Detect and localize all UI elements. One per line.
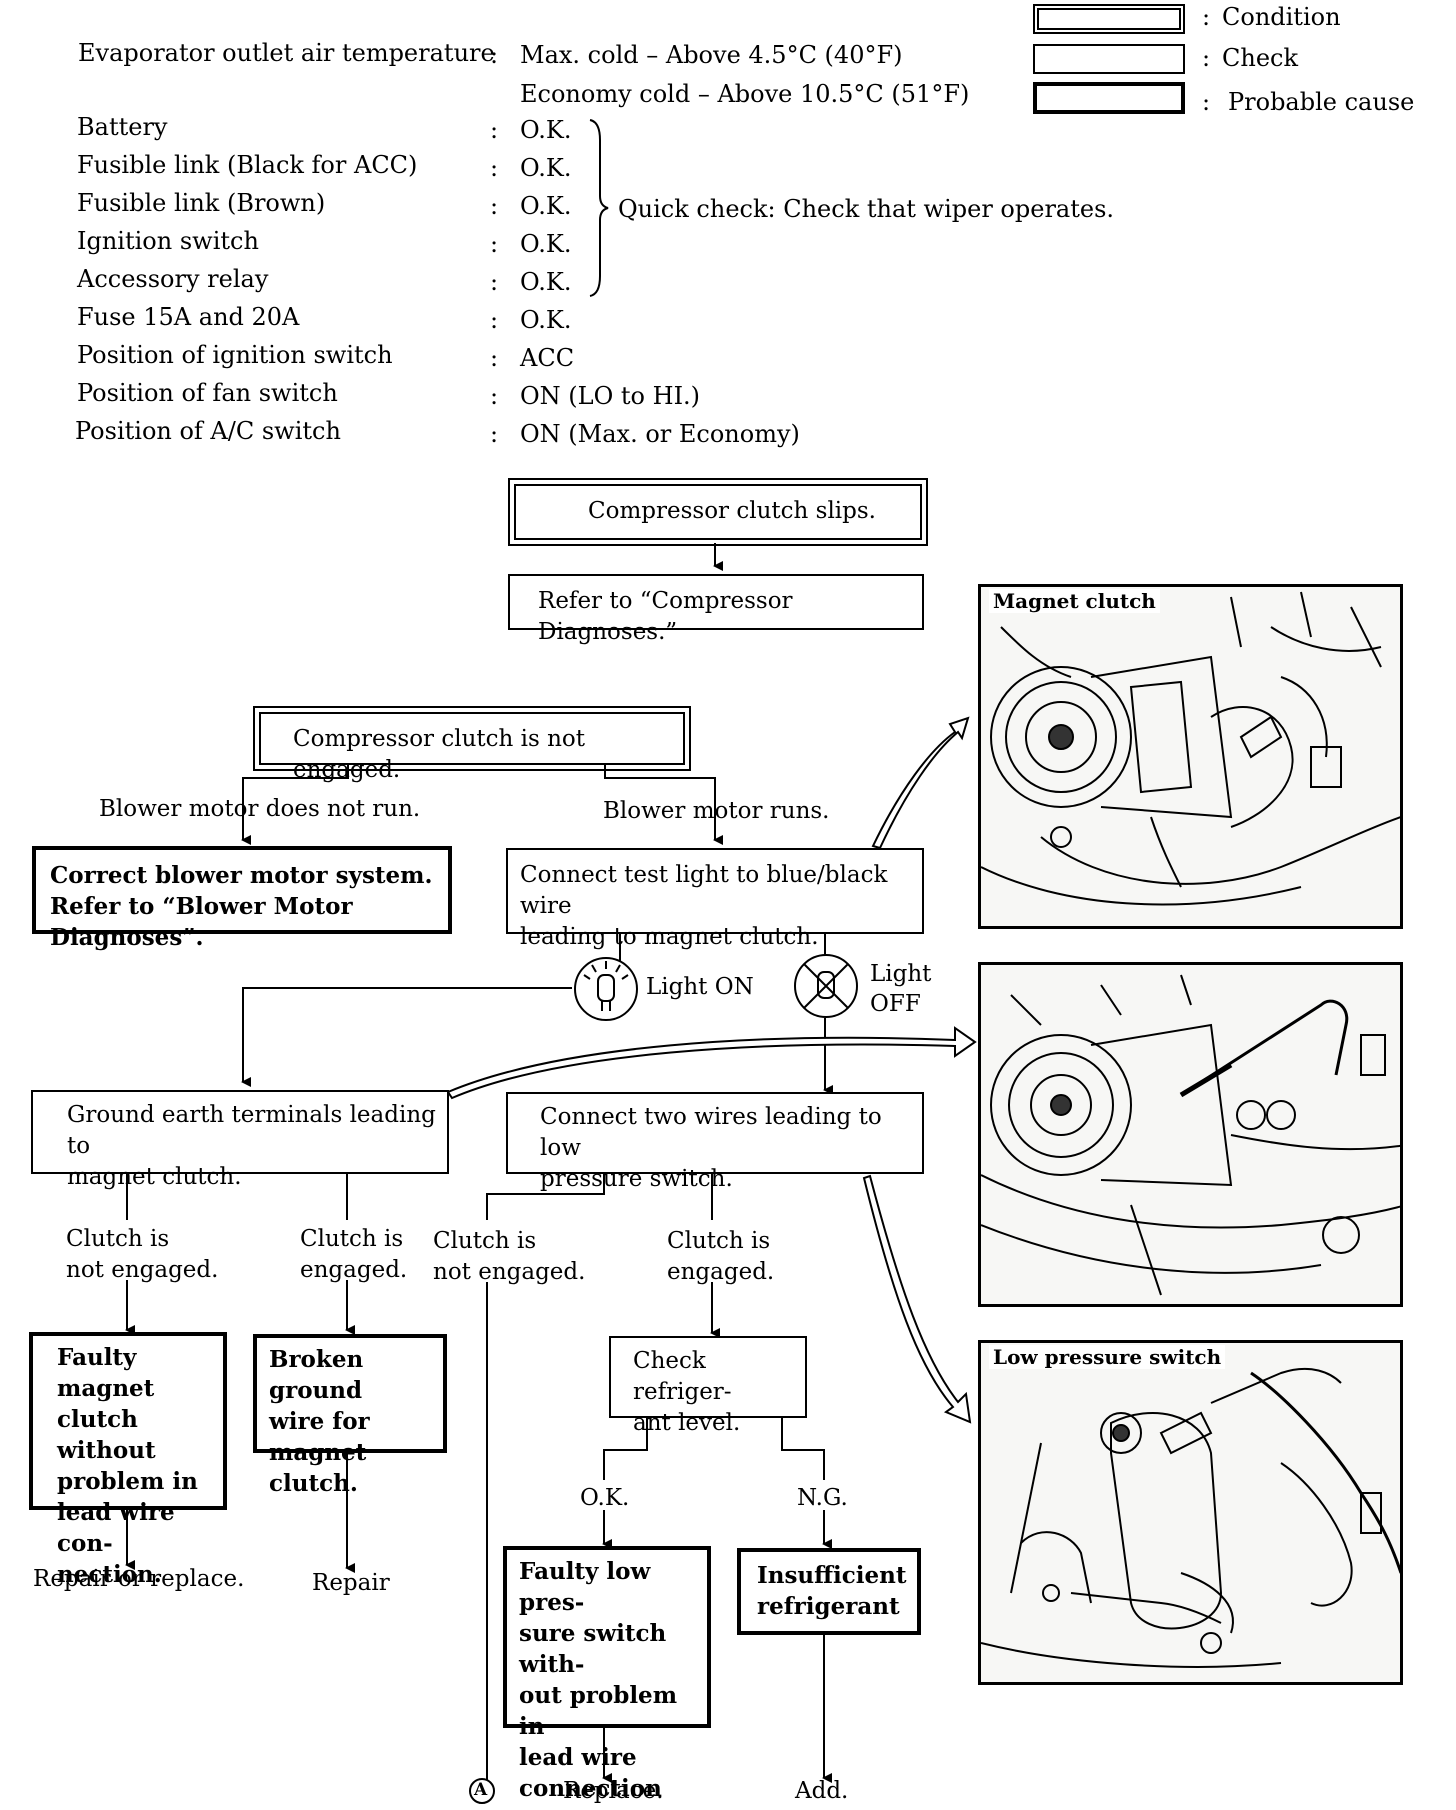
condition-value: Economy cold – Above 10.5°C (51°F)	[520, 80, 970, 108]
box-refer-compressor-text: Refer to “Compressor Diagnoses.”	[538, 588, 793, 645]
condition-colon: :	[490, 344, 499, 372]
condition-label: Fusible link (Black for ACC)	[77, 151, 418, 179]
photo-ground-test	[978, 962, 1403, 1307]
box-connect-test-light: Connect test light to blue/black wire le…	[506, 848, 924, 950]
condition-label: Fuse 15A and 20A	[77, 303, 300, 331]
box-connect-test-light-text: Connect test light to blue/black wire le…	[520, 862, 888, 950]
connector-a: A	[474, 1780, 488, 1800]
box-ground-earth-text: Ground earth terminals leading to magnet…	[67, 1102, 436, 1190]
condition-label: Fusible link (Brown)	[77, 189, 326, 217]
label-blower-not-run: Blower motor does not run.	[99, 796, 421, 822]
condition-colon: :	[490, 192, 499, 220]
box-faulty-magnet-text: Faulty magnet clutch without problem in …	[57, 1344, 198, 1588]
photo-magnet-clutch: Magnet clutch	[978, 584, 1403, 929]
label-light-off: Light OFF	[870, 961, 932, 1017]
box-correct-blower-text: Correct blower motor system. Refer to “B…	[50, 862, 433, 951]
condition-colon: :	[490, 154, 499, 182]
condition-value: O.K.	[520, 230, 572, 258]
label-light-on: Light ON	[646, 974, 754, 1000]
box-check-refrigerant: Check refriger- ant level.	[609, 1336, 807, 1436]
condition-label: Ignition switch	[77, 227, 259, 255]
box-check-refrigerant-text: Check refriger- ant level.	[633, 1348, 741, 1436]
condition-value: O.K.	[520, 192, 572, 220]
result-repair: Repair	[312, 1570, 390, 1596]
condition-value: O.K.	[520, 116, 572, 144]
box-clutch-not-engaged: Compressor clutch is not engaged.	[253, 706, 691, 783]
label-clutch-not-engaged-2: Clutch is not engaged.	[433, 1228, 586, 1285]
condition-value: Max. cold – Above 4.5°C (40°F)	[520, 41, 903, 69]
legend-cause-swatch	[1033, 82, 1185, 114]
test-light-on-icon	[572, 955, 640, 1023]
legend-check-label: Check	[1222, 44, 1299, 72]
box-faulty-magnet: Faulty magnet clutch without problem in …	[29, 1332, 227, 1588]
condition-colon: :	[490, 306, 499, 334]
label-ng: N.G.	[797, 1485, 848, 1511]
box-faulty-low-pressure: Faulty low pres- sure switch with- out p…	[503, 1546, 711, 1802]
legend-condition-swatch	[1033, 4, 1185, 34]
box-broken-ground-text: Broken ground wire for magnet clutch.	[269, 1346, 370, 1497]
box-insufficient-refrigerant-text: Insufficient refrigerant	[757, 1562, 907, 1620]
condition-value: O.K.	[520, 268, 572, 296]
photo-low-pressure-switch: Low pressure switch	[978, 1340, 1403, 1685]
legend-check-swatch	[1033, 44, 1185, 74]
box-connect-two-wires-text: Connect two wires leading to low pressur…	[540, 1104, 882, 1192]
condition-label: Evaporator outlet air temperature	[78, 39, 495, 67]
condition-colon: :	[490, 420, 499, 448]
box-clutch-slips: Compressor clutch slips.	[508, 478, 928, 546]
label-clutch-not-engaged-1: Clutch is not engaged.	[66, 1226, 219, 1283]
box-ground-earth: Ground earth terminals leading to magnet…	[31, 1090, 449, 1190]
legend-colon: :	[1202, 3, 1211, 31]
box-faulty-low-pressure-text: Faulty low pres- sure switch with- out p…	[519, 1558, 678, 1802]
condition-label: Position of A/C switch	[75, 417, 341, 445]
condition-value: O.K.	[520, 154, 572, 182]
legend-cause-label: Probable cause	[1228, 88, 1415, 116]
condition-label: Battery	[77, 113, 168, 141]
test-light-off-icon	[792, 952, 860, 1020]
condition-value: ON (Max. or Economy)	[520, 420, 800, 448]
box-refer-compressor: Refer to “Compressor Diagnoses.”	[508, 574, 924, 645]
legend-colon: :	[1202, 88, 1211, 116]
label-blower-runs: Blower motor runs.	[603, 798, 830, 824]
condition-colon: :	[490, 230, 499, 258]
condition-value: O.K.	[520, 306, 572, 334]
magnet-clutch-illustration	[981, 591, 1400, 906]
condition-label: Position of fan switch	[77, 379, 338, 407]
condition-colon: :	[490, 382, 499, 410]
label-clutch-engaged-2: Clutch is engaged.	[667, 1228, 775, 1285]
condition-label: Position of ignition switch	[77, 341, 393, 369]
legend-colon: :	[1202, 44, 1211, 72]
box-correct-blower: Correct blower motor system. Refer to “B…	[32, 846, 452, 951]
result-add: Add.	[795, 1778, 849, 1804]
box-clutch-slips-text: Compressor clutch slips.	[588, 498, 876, 524]
condition-colon: :	[490, 41, 499, 69]
box-broken-ground: Broken ground wire for magnet clutch.	[253, 1334, 447, 1497]
result-repair-replace: Repair or replace.	[33, 1566, 245, 1592]
ground-test-illustration	[981, 974, 1400, 1296]
box-insufficient-refrigerant: Insufficient refrigerant	[737, 1548, 921, 1635]
label-clutch-engaged-1: Clutch is engaged.	[300, 1226, 408, 1283]
box-clutch-not-engaged-text: Compressor clutch is not engaged.	[293, 726, 586, 783]
condition-value: ON (LO to HI.)	[520, 382, 701, 410]
label-low-pressure-switch: Low pressure switch	[989, 1345, 1226, 1369]
legend-condition-label: Condition	[1222, 3, 1341, 31]
condition-label: Accessory relay	[77, 265, 269, 293]
condition-colon: :	[490, 116, 499, 144]
low-pressure-switch-illustration	[981, 1367, 1400, 1668]
quick-check-note: Quick check: Check that wiper operates.	[618, 195, 1115, 223]
condition-colon: :	[490, 268, 499, 296]
label-magnet-clutch: Magnet clutch	[989, 589, 1160, 613]
box-connect-two-wires: Connect two wires leading to low pressur…	[506, 1092, 924, 1192]
result-replace: Replace.	[563, 1778, 664, 1804]
label-ok: O.K.	[580, 1485, 630, 1511]
condition-value: ACC	[520, 344, 575, 372]
